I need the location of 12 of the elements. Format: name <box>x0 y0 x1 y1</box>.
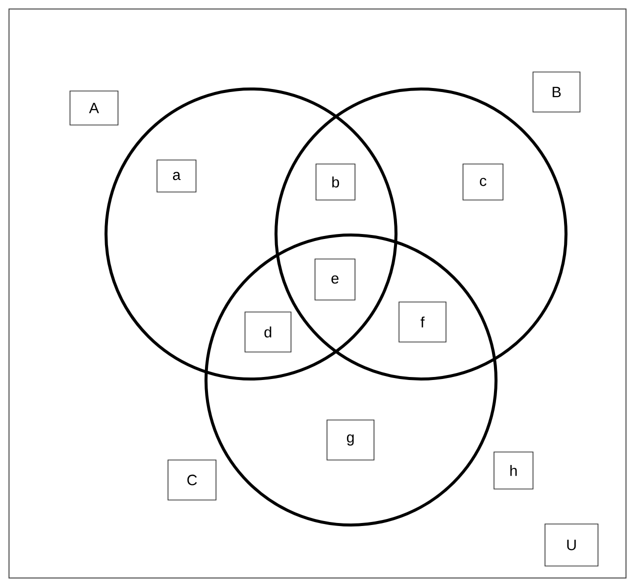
label-box: b <box>316 164 356 200</box>
label-box: c <box>462 164 504 200</box>
label-box: d <box>244 312 292 352</box>
label-box: f <box>398 302 446 342</box>
label-box: a <box>156 160 196 192</box>
label-box: e <box>314 258 356 300</box>
label-box: U <box>544 524 598 566</box>
label-box: C <box>168 460 216 500</box>
label-box: A <box>70 90 118 126</box>
label-box: g <box>326 420 374 460</box>
label-box: B <box>532 72 580 112</box>
label-box: h <box>494 452 534 490</box>
